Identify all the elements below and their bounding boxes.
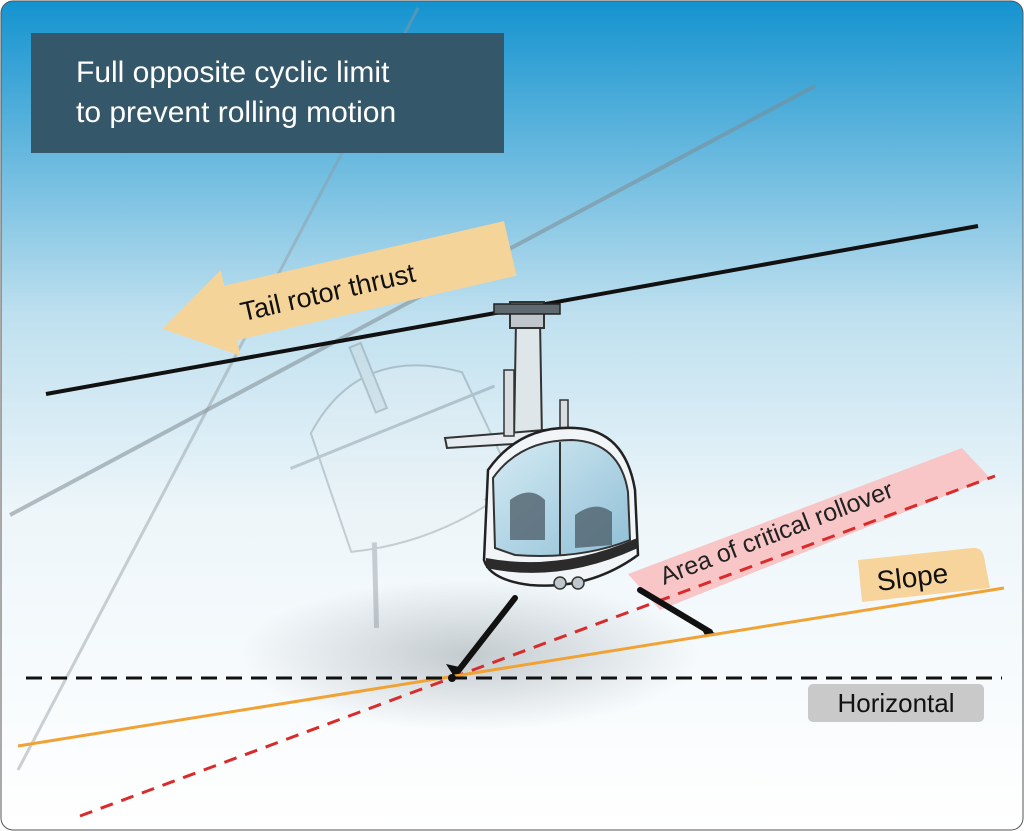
horizontal-tag: Horizontal: [808, 684, 984, 722]
tail-rotor-thrust-arrow: Tail rotor thrust: [162, 221, 517, 356]
critical-rollover-line: [79, 474, 996, 818]
slope-line: [17, 586, 1005, 748]
tilted-rotor-blade: [9, 84, 816, 517]
title-line-1: Full opposite cyclic limit: [76, 56, 390, 89]
helicopter: [443, 301, 715, 678]
pivot-point: [448, 674, 456, 682]
title-box: [31, 33, 504, 153]
title-line-2: to prevent rolling motion: [76, 96, 396, 129]
horizontal-label: Horizontal: [837, 688, 954, 718]
slope-tag: Slope: [858, 547, 990, 602]
